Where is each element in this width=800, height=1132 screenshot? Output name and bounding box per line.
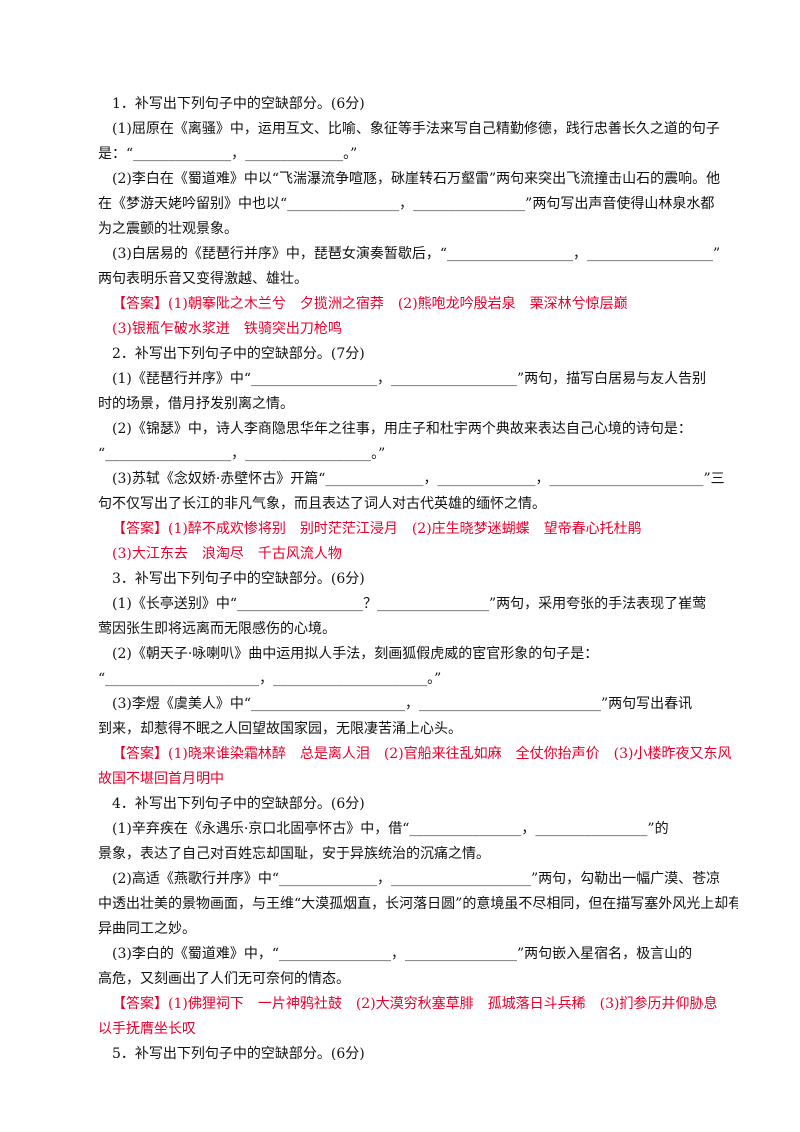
question-heading: 5．补写出下列句子中的空缺部分。(6分) bbox=[112, 1046, 365, 1062]
text-line: (1)《长亭送别》中“__________________？__________… bbox=[112, 596, 707, 612]
text-line: 两句表明乐音又变得激越、雄壮。 bbox=[98, 271, 308, 287]
text-line: (2)高适《燕歌行并序》中“______________，___________… bbox=[112, 871, 721, 887]
text-line: 莺因张生即将远离而无限感伤的心境。 bbox=[98, 621, 336, 637]
text-line: 是：“______________，______________。” bbox=[98, 146, 358, 162]
answer-line: 【答案】(1)佛狸祠下 一片神鸦社鼓 (2)大漠穷秋塞草腓 孤城落日斗兵稀 (3… bbox=[112, 996, 718, 1012]
text-line: (2)李白在《蜀道难》中以“飞湍瀑流争喧豗，砯崖转石万壑雷”两句来突出飞流撞击山… bbox=[112, 171, 721, 187]
text-line: “______________________，________________… bbox=[98, 671, 442, 687]
text-line: 为之震颤的壮观景象。 bbox=[98, 221, 238, 237]
text-line: (3)李白的《蜀道难》中，“________________，_________… bbox=[112, 946, 693, 962]
text-line: 时的场景，借月抒发别离之情。 bbox=[98, 396, 294, 412]
answer-line: 故国不堪回首月明中 bbox=[98, 771, 224, 787]
text-line: 中透出壮美的景物画面，与王维“大漠孤烟直，长河落日圆”的意境虽不尽相同，但在描写… bbox=[98, 896, 738, 912]
answer-line: 【答案】(1)醉不成欢惨将别 别时茫茫江浸月 (2)庄生晓梦迷蝴蝶 望帝春心托杜… bbox=[112, 521, 642, 537]
text-line: 景象，表达了自己对百姓忘却国耻，安于异族统治的沉痛之情。 bbox=[98, 846, 490, 862]
text-line: (3)苏轼《念奴娇·赤壁怀古》开篇“______________，_______… bbox=[112, 471, 725, 487]
answer-line: (3)大江东去 浪淘尽 千古风流人物 bbox=[112, 546, 342, 562]
text-line: 在《梦游天姥吟留别》中也以“________________，_________… bbox=[98, 196, 715, 212]
question-heading: 2．补写出下列句子中的空缺部分。(7分) bbox=[112, 346, 365, 362]
text-line: 异曲同工之妙。 bbox=[98, 921, 196, 937]
document-page: 1．补写出下列句子中的空缺部分。(6分) (1)屈原在《离骚》中，运用互文、比喻、… bbox=[98, 92, 738, 1067]
text-line: (1)辛弃疾在《永遇乐·京口北固亭怀古》中，借“________________… bbox=[112, 821, 669, 837]
text-line: (1)屈原在《离骚》中，运用互文、比喻、象征等手法来写自己精勤修德，践行忠善长久… bbox=[112, 121, 720, 137]
text-line: (3)白居易的《琵琶行并序》中，琵琶女演奏暂歇后，“______________… bbox=[112, 246, 721, 262]
text-line: (2)《锦瑟》中，诗人李商隐思华年之往事，用庄子和杜宇两个典故来表达自己心境的诗… bbox=[112, 421, 692, 437]
text-line: 句不仅写出了长江的非凡气象，而且表达了词人对古代英雄的缅怀之情。 bbox=[98, 496, 546, 512]
text-line: 到来，却惹得不眠之人回望故国家园，无限凄苦涌上心头。 bbox=[98, 721, 462, 737]
answer-line: 【答案】(1)晓来谁染霜林醉 总是离人泪 (2)官船来往乱如麻 全仗你抬声价 (… bbox=[112, 746, 732, 762]
question-heading: 3．补写出下列句子中的空缺部分。(6分) bbox=[112, 571, 365, 587]
answer-line: (3)银瓶乍破水浆迸 铁骑突出刀枪鸣 bbox=[112, 321, 342, 337]
question-heading: 4．补写出下列句子中的空缺部分。(6分) bbox=[112, 796, 365, 812]
text-line: (3)李煜《虞美人》中“______________________，_____… bbox=[112, 696, 693, 712]
text-line: 高危，又刻画出了人们无可奈何的情态。 bbox=[98, 971, 350, 987]
text-line: (2)《朝天子·咏喇叭》曲中运用拟人手法，刻画狐假虎威的宦官形象的句子是： bbox=[112, 646, 599, 662]
text-line: “__________________，__________________。” bbox=[98, 446, 386, 462]
answer-line: 【答案】(1)朝搴阰之木兰兮 夕揽洲之宿莽 (2)熊咆龙吟殷岩泉 栗深林兮惊层巅 bbox=[112, 296, 628, 312]
text-line: (1)《琵琶行并序》中“__________________，_________… bbox=[112, 371, 707, 387]
question-heading: 1．补写出下列句子中的空缺部分。(6分) bbox=[112, 96, 365, 112]
answer-line: 以手抚膺坐长叹 bbox=[98, 1021, 196, 1037]
